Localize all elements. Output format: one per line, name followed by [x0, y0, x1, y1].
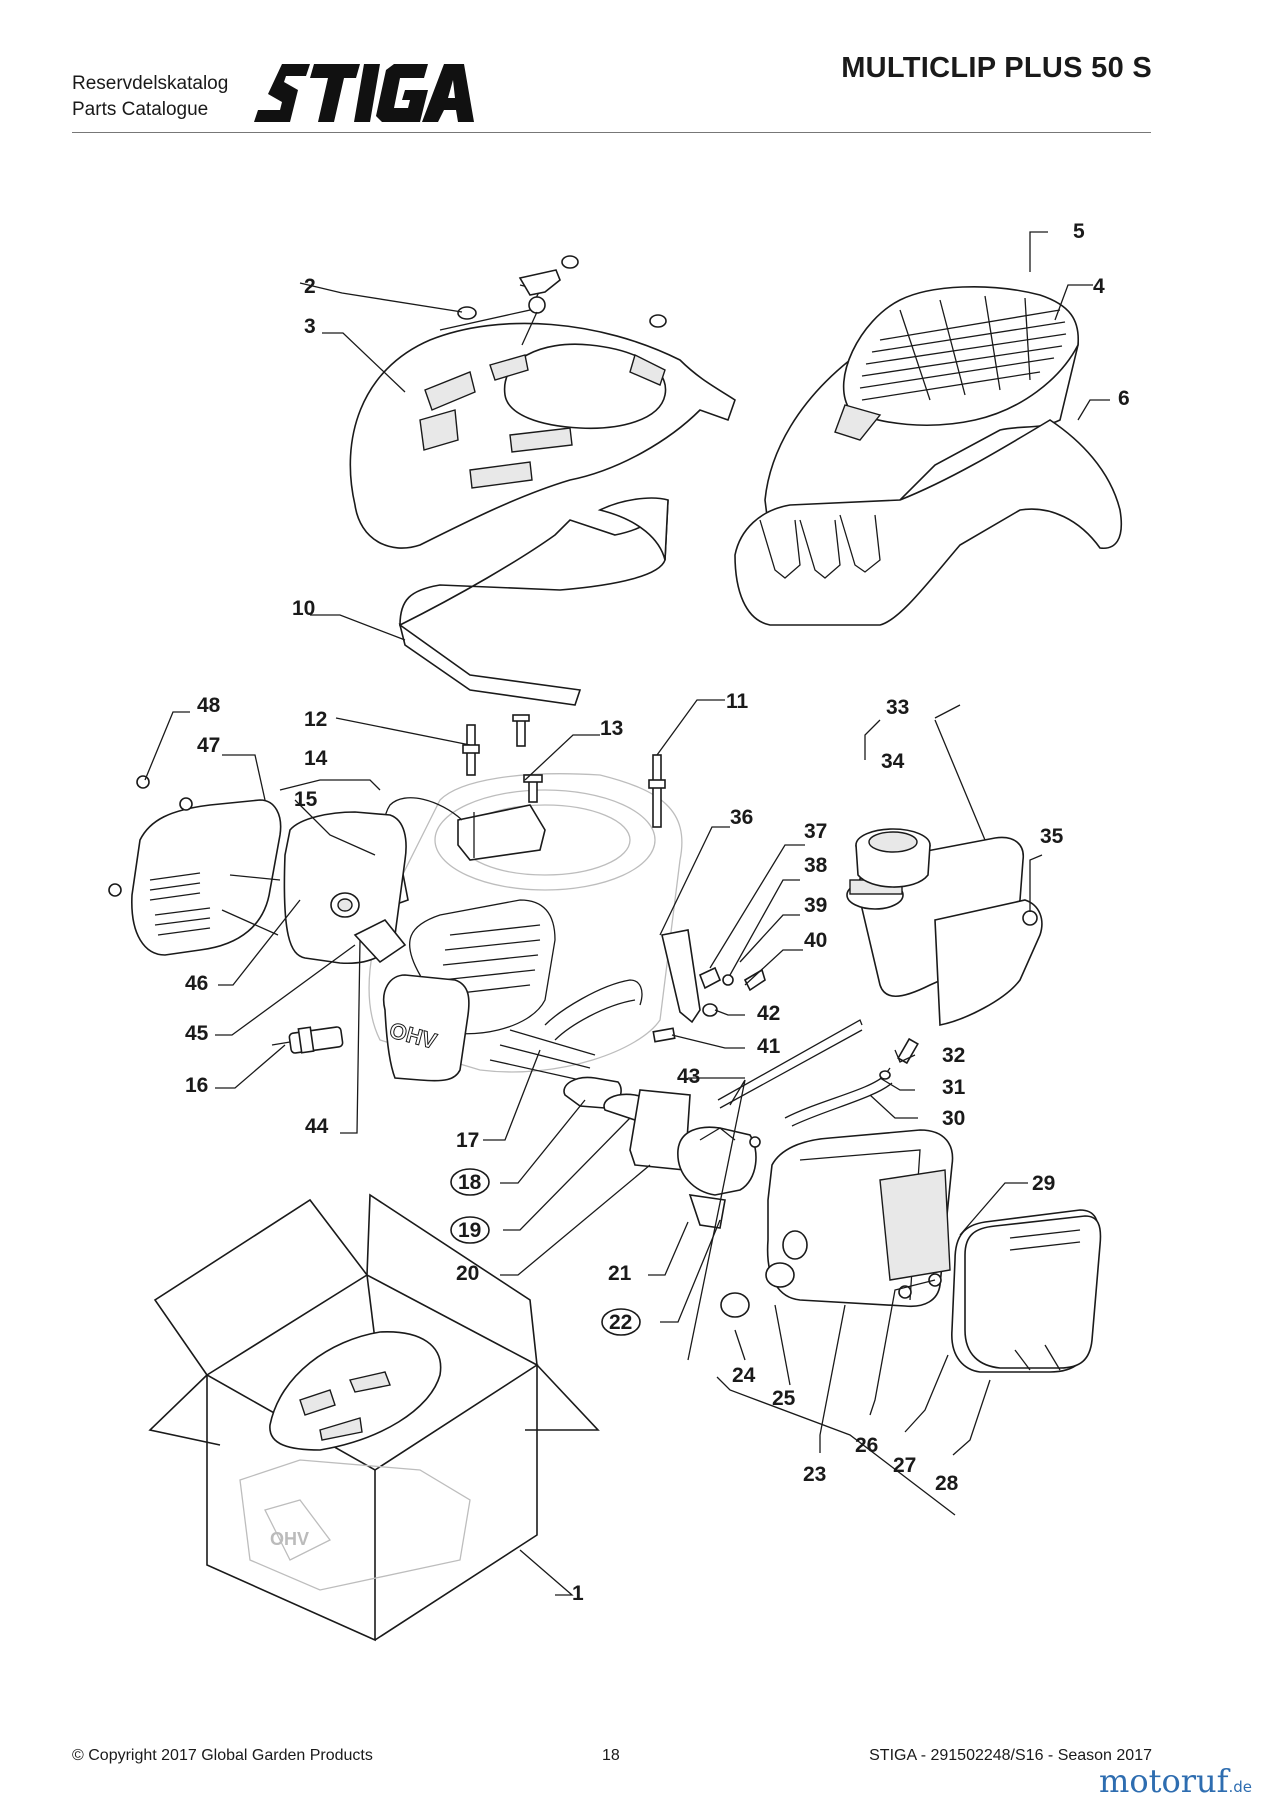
- callout-37: 37: [804, 820, 827, 843]
- muffler-part: [221, 811, 407, 965]
- carb-studs-gaskets: [489, 1029, 691, 1171]
- engine-box-part: OHV: [148, 1193, 600, 1642]
- callout-14: 14: [304, 747, 328, 770]
- catalogue-title-english: Parts Catalogue: [72, 99, 209, 120]
- stud-bolts: [462, 714, 666, 828]
- callout-27: 27: [893, 1454, 916, 1477]
- spark-plug-part: [271, 1026, 344, 1054]
- callout-28: 28: [935, 1472, 959, 1495]
- callout-11: 11: [726, 690, 749, 713]
- carburettor-part: [677, 1126, 761, 1229]
- callout-24: 24: [732, 1364, 756, 1387]
- callout-15: 15: [294, 788, 318, 811]
- callout-26: 26: [855, 1434, 878, 1457]
- callout-10: 10: [292, 597, 315, 620]
- callout-3: 3: [304, 315, 316, 338]
- tank-bolt-part: [1022, 910, 1038, 926]
- callout-47: 47: [197, 734, 220, 757]
- callout-22-circle: [601, 1308, 641, 1336]
- document-reference: STIGA - 291502248/S16 - Season 2017: [869, 1747, 1152, 1764]
- callout-46: 46: [185, 972, 208, 995]
- callout-30: 30: [942, 1107, 965, 1130]
- callout-5: 5: [1073, 220, 1085, 243]
- page-number: 18: [602, 1747, 620, 1764]
- callout-40: 40: [804, 929, 827, 952]
- callout-48: 48: [197, 694, 221, 717]
- callout-44: 44: [305, 1115, 329, 1138]
- header-rule: [72, 132, 1151, 133]
- motoruf-watermark: motoruf.de: [1099, 1762, 1252, 1800]
- fuel-hose-parts: [784, 1037, 919, 1127]
- callout-34: 34: [881, 750, 905, 773]
- model-title: MULTICLIP PLUS 50 S: [841, 52, 1152, 84]
- watermark-name: motoruf: [1098, 1762, 1229, 1800]
- callout-18: 18: [458, 1171, 482, 1194]
- muffler-guard-part: [108, 775, 282, 956]
- svg-text:OHV: OHV: [270, 1529, 309, 1549]
- callout-23: 23: [803, 1463, 826, 1486]
- callout-29: 29: [1032, 1172, 1055, 1195]
- callout-13: 13: [600, 717, 623, 740]
- callout-45: 45: [185, 1022, 209, 1045]
- shroud-part: [398, 497, 669, 706]
- callout-39: 39: [804, 894, 827, 917]
- starter-cover-part: [349, 269, 736, 549]
- callout-labels: 2 3 4 5 6 10 11 12 13 14 15 16 17 18 19 …: [185, 220, 1130, 1605]
- callout-12: 12: [304, 708, 327, 731]
- callout-20: 20: [456, 1262, 479, 1285]
- callout-42: 42: [757, 1002, 780, 1025]
- air-filter-parts: [720, 1129, 1102, 1373]
- callout-17: 17: [456, 1129, 479, 1152]
- callout-19: 19: [458, 1219, 481, 1242]
- catalogue-title-swedish: Reservdelskatalog: [72, 73, 229, 94]
- callout-41: 41: [757, 1035, 781, 1058]
- callout-22: 22: [609, 1311, 632, 1334]
- callout-16: 16: [185, 1074, 208, 1097]
- leader-lines: [144, 231, 1110, 1596]
- stiga-logo: [254, 64, 474, 122]
- callout-4: 4: [1093, 275, 1105, 298]
- callout-32: 32: [942, 1044, 965, 1067]
- callout-38: 38: [804, 854, 828, 877]
- callout-2: 2: [304, 275, 316, 298]
- fuel-cap-part: [855, 828, 931, 888]
- callout-18-circle: [450, 1168, 490, 1196]
- choke-linkage-parts: [544, 929, 863, 1109]
- callout-31: 31: [942, 1076, 966, 1099]
- callout-35: 35: [1040, 825, 1064, 848]
- watermark-tld: .de: [1228, 1778, 1252, 1796]
- callout-1: 1: [572, 1582, 584, 1605]
- copyright-notice: © Copyright 2017 Global Garden Products: [72, 1747, 373, 1764]
- callout-33: 33: [886, 696, 909, 719]
- callout-36: 36: [730, 806, 753, 829]
- engine-cover-part: [734, 286, 1122, 626]
- callout-6: 6: [1118, 387, 1130, 410]
- cover-nut-part: [457, 255, 667, 328]
- callout-19-circle: [450, 1216, 490, 1244]
- callout-25: 25: [772, 1387, 796, 1410]
- callout-43: 43: [677, 1065, 700, 1088]
- engine-block: OHV: [368, 773, 683, 1082]
- callout-21: 21: [608, 1262, 632, 1285]
